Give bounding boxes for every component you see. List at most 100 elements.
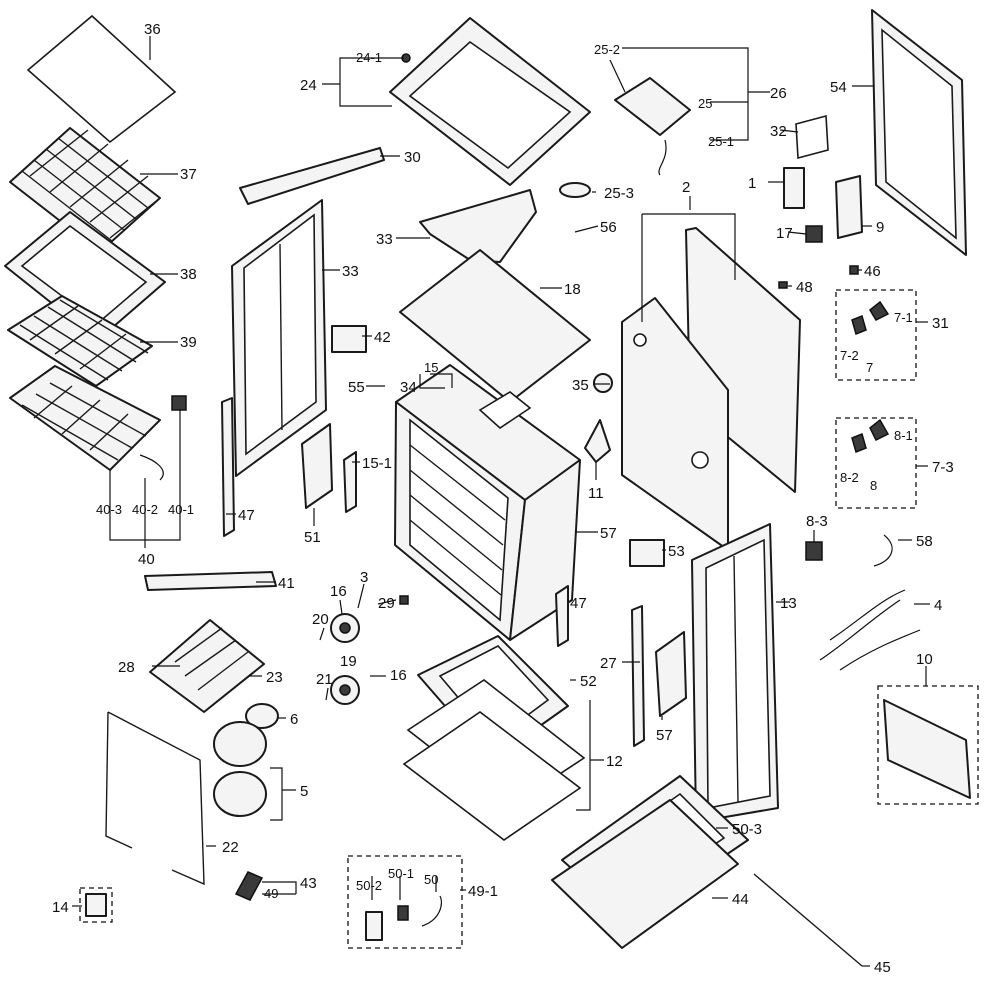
part-29-bottom-plates [402, 679, 586, 841]
label-44: 50-3 [732, 821, 762, 838]
label-34: 55 [348, 379, 365, 396]
part-50-lock-assembly [347, 855, 463, 949]
label-40-3: 40-3 [96, 502, 122, 517]
label-14: 22 [222, 839, 239, 856]
label-4: 58 [916, 533, 933, 550]
label-39: 39 [180, 334, 197, 351]
label-25-2: 25-1 [708, 134, 734, 149]
part-53-bracket [584, 419, 611, 463]
label-19: 20 [312, 611, 329, 628]
label-10: 4 [934, 597, 942, 614]
label-8-1: 8 [870, 478, 877, 493]
part-21-fan [330, 675, 360, 705]
label-16-bottom: 16 [390, 667, 407, 684]
label-25-1: 25 [698, 96, 712, 111]
part-26-oven-cavity [394, 364, 581, 641]
label-31: 48 [796, 279, 813, 296]
part-labels: 36 37 38 39 40 40-1 40-2 40-3 41 24 24-1… [52, 21, 954, 976]
label-12: 52 [580, 673, 597, 690]
part-9-clip [805, 225, 823, 243]
label-24-1: 24-1 [356, 50, 382, 65]
part-rear-insulation-panel [621, 297, 729, 551]
label-15-1: 15 [424, 360, 438, 375]
label-36: 36 [144, 21, 161, 38]
part-6-element [149, 619, 265, 713]
part-11-knob [593, 373, 613, 393]
label-20: 16 [330, 583, 347, 600]
label-58: 8-3 [806, 513, 828, 530]
part-55-clip [331, 325, 367, 353]
label-33-left: 33 [342, 263, 359, 280]
label-27: 10 [916, 651, 933, 668]
part-48-screw [849, 265, 859, 275]
label-2: 56 [600, 219, 617, 236]
label-25-3: 25-2 [594, 42, 620, 57]
label-57-left: 51 [304, 529, 321, 546]
part-20-fan [330, 613, 360, 643]
part-40-rack-assembly [9, 365, 187, 481]
label-57-right: 57 [656, 727, 673, 744]
label-37: 37 [180, 166, 197, 183]
part-24-top-frame [389, 17, 591, 186]
label-52: 27 [600, 655, 617, 672]
label-7-1: 7 [866, 360, 873, 375]
label-8-3: 8-2 [840, 470, 859, 485]
part-5-ring [245, 703, 279, 729]
label-25: 26 [770, 85, 787, 102]
label-6: 23 [266, 669, 283, 686]
label-29: 12 [606, 753, 623, 770]
label-45: 44 [732, 891, 749, 908]
label-26: 57 [600, 525, 617, 542]
part-43-filter [79, 887, 113, 923]
label-15: 34 [400, 379, 417, 396]
part-36-sheet [26, 14, 177, 144]
part-54-clip [629, 539, 665, 567]
part-45-base [551, 799, 739, 949]
label-54: 53 [668, 543, 685, 560]
label-23: 28 [118, 659, 135, 676]
label-46: 9 [876, 219, 884, 236]
label-30: 30 [404, 149, 421, 166]
part-13-rod [753, 873, 863, 967]
label-53: 11 [588, 485, 604, 502]
label-13: 45 [874, 959, 891, 976]
label-5: 6 [290, 711, 298, 728]
label-50-2: 50-1 [388, 866, 414, 881]
label-56: 25-3 [604, 185, 634, 202]
label-8: 7-3 [932, 459, 954, 476]
label-40: 40 [138, 551, 155, 568]
part-31-screw [778, 281, 788, 289]
part-33-door-right [691, 523, 779, 823]
part-25-module [614, 77, 691, 176]
label-1: 32 [770, 123, 787, 140]
part-39-glide-rack [7, 295, 153, 387]
part-46-bracket [835, 175, 863, 239]
label-48: 46 [864, 263, 881, 280]
part-22-covers [213, 721, 267, 817]
label-33-right: 13 [780, 595, 797, 612]
label-3: 29 [378, 595, 395, 612]
part-51-strip [221, 397, 235, 537]
part-3-screw [399, 595, 409, 605]
label-49: 43 [300, 875, 317, 892]
part-49-bracket [234, 871, 264, 901]
label-50-1: 50 [424, 872, 438, 887]
label-50: 49-1 [468, 883, 498, 900]
label-17: 1 [748, 175, 756, 192]
part-14-gasket [105, 711, 205, 886]
label-24: 24 [300, 77, 317, 94]
label-11: 35 [572, 377, 589, 394]
part-56-knob [559, 182, 591, 198]
label-16-top: 3 [360, 569, 368, 586]
part-33-door-left [231, 199, 327, 477]
label-55: 42 [374, 329, 391, 346]
label-41: 41 [278, 575, 295, 592]
part-57-plate-right [655, 631, 687, 717]
label-7-2: 7-1 [894, 310, 913, 325]
part-10-harness [819, 534, 921, 671]
part-42-cover [399, 249, 591, 403]
label-7: 31 [932, 315, 949, 332]
part-57-plate-left [301, 423, 333, 509]
label-43: 14 [52, 899, 69, 916]
